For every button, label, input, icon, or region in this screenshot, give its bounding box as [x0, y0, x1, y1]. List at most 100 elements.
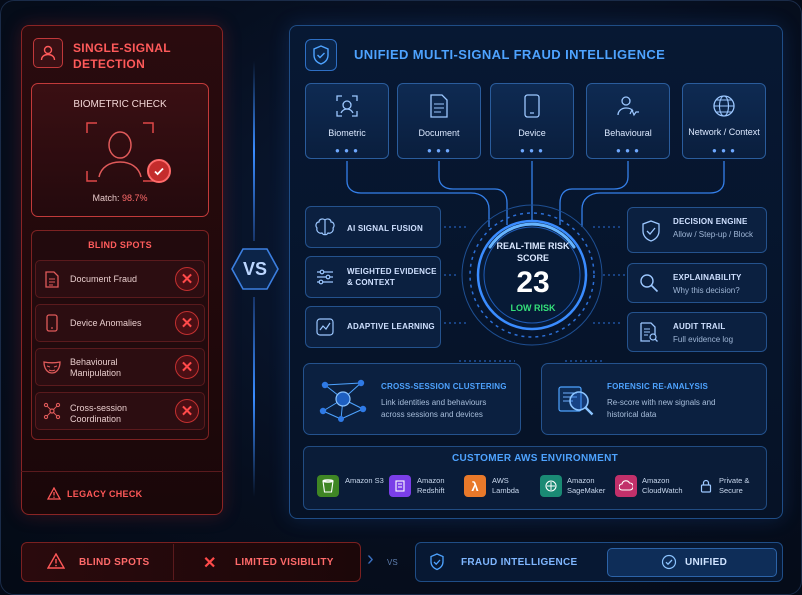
aws-service-label: Amazon SageMaker	[567, 476, 606, 495]
shield-check-icon	[429, 553, 445, 576]
risk-label: Device Anomalies	[70, 318, 142, 328]
signal-label: Behavioural	[604, 128, 652, 138]
blind-spots-title: BLIND SPOTS	[88, 240, 152, 250]
aws-service-label: AWS Lambda	[492, 476, 520, 495]
aws-service-label: Amazon Redshift	[417, 476, 445, 495]
bottom-unified-label: UNIFIED	[685, 557, 728, 568]
signal-card-document	[397, 83, 481, 159]
feature-label: AUDIT TRAIL	[673, 322, 726, 331]
cloudwatch-icon	[615, 475, 637, 497]
feature-decision-engine	[627, 207, 767, 253]
bottom-legacy-segment	[21, 542, 361, 582]
match-value: 98.7%	[122, 193, 148, 203]
dots-indicator: ● ● ●	[335, 146, 359, 155]
match-label: Match:	[92, 193, 120, 203]
mask-icon	[42, 357, 62, 377]
unified-pill	[607, 548, 777, 577]
sliders-icon	[315, 267, 335, 287]
feature-ai-fusion	[305, 206, 441, 248]
aws-service-label: Amazon S3	[345, 476, 384, 485]
check-badge-icon	[147, 159, 171, 183]
signal-label: Biometric	[328, 128, 366, 138]
s3-icon	[317, 475, 339, 497]
bottom-fraud-intel-label: FRAUD INTELLIGENCE	[461, 557, 578, 568]
dots-indicator: ● ● ●	[427, 146, 451, 155]
feature-label: EXPLAINABILITY	[673, 273, 742, 282]
aws-title: CUSTOMER AWS ENVIRONMENT	[451, 453, 619, 464]
chevron-right-icon: ›	[367, 548, 374, 570]
signal-label: Device	[518, 128, 546, 138]
cluster-graph-icon	[317, 375, 369, 423]
feature-sub: Allow / Step-up / Block	[673, 230, 754, 239]
signal-label: Document	[418, 128, 460, 138]
vs-beam-top	[253, 61, 255, 241]
aws-service-label: Amazon CloudWatch	[642, 476, 683, 495]
bottom-limited-label: LIMITED VISIBILITY	[235, 557, 334, 568]
vs-label: VS	[242, 258, 267, 279]
biometric-check-card	[31, 83, 209, 217]
signal-card-device	[490, 83, 574, 159]
bottom-blind-spots-label: BLIND SPOTS	[79, 557, 150, 568]
feature-sub: Full evidence log	[673, 335, 734, 344]
close-icon: ✕	[175, 267, 199, 291]
divider	[21, 471, 223, 472]
biometric-title: BIOMETRIC CHECK	[73, 99, 167, 110]
risk-label: Document Fraud	[70, 274, 138, 284]
warning-icon	[47, 487, 61, 500]
vs-badge: VS	[231, 247, 279, 291]
clustering-title: CROSS-SESSION CLUSTERING	[381, 382, 507, 391]
vs-beam-bottom	[253, 297, 255, 497]
bottom-limited-segment	[173, 544, 359, 580]
panel-title: UNIFIED MULTI-SIGNAL FRAUD INTELLIGENCE	[354, 47, 666, 62]
shield-check-icon	[639, 219, 663, 243]
feature-label: DECISION ENGINE	[673, 217, 748, 226]
aws-environment-card	[303, 446, 767, 510]
match-readout: Match: 98.7%	[31, 193, 209, 203]
panel-title: SINGLE-SIGNAL DETECTION	[73, 41, 171, 71]
check-circle-icon	[661, 554, 677, 575]
shield-icon	[305, 39, 337, 71]
globe-icon	[682, 93, 766, 119]
face-scan-icon	[83, 119, 157, 185]
network-icon	[42, 401, 62, 421]
chart-icon	[315, 317, 335, 337]
risk-score-value: 23	[516, 266, 550, 299]
feature-label: AI SIGNAL FUSION	[347, 224, 423, 233]
close-icon: ✕	[175, 355, 199, 379]
brain-icon	[315, 217, 335, 237]
clustering-sub: Link identities and behaviours across se…	[381, 398, 487, 419]
user-activity-icon	[586, 93, 670, 119]
legacy-label: LEGACY CHECK	[67, 488, 143, 499]
signal-card-biometric	[305, 83, 389, 159]
feature-explainability	[627, 263, 767, 303]
risk-label: Behavioural Manipulation	[70, 357, 122, 378]
redshift-icon	[389, 475, 411, 497]
forensic-magnifier-icon	[553, 377, 597, 421]
aws-service-label: Private & Secure	[719, 476, 750, 495]
dots-indicator: ● ● ●	[616, 146, 640, 155]
warning-icon	[46, 552, 66, 574]
user-icon	[33, 38, 63, 68]
close-icon: ✕	[175, 311, 199, 335]
audit-doc-icon	[639, 322, 659, 342]
feature-audit-trail	[627, 312, 767, 352]
feature-sub: Why this decision?	[673, 286, 740, 295]
feature-label: WEIGHTED EVIDENCE & CONTEXT	[347, 267, 437, 287]
lock-icon	[695, 475, 717, 497]
phone-icon	[42, 313, 62, 333]
document-icon	[42, 269, 62, 289]
phone-icon	[490, 93, 574, 119]
document-icon	[397, 93, 481, 119]
face-scan-icon	[305, 93, 389, 119]
forensic-sub: Re-score with new signals and historical…	[607, 398, 716, 419]
dots-indicator: ● ● ●	[712, 146, 736, 155]
feature-label: ADAPTIVE LEARNING	[347, 322, 435, 331]
sagemaker-icon	[540, 475, 562, 497]
score-title: REAL-TIME RISK SCORE	[496, 241, 570, 263]
bottom-vs-label: VS	[387, 558, 398, 567]
connector-lines	[346, 161, 725, 362]
risk-level: LOW RISK	[510, 303, 556, 313]
signal-card-behavioural	[586, 83, 670, 159]
lambda-icon: λ	[464, 475, 486, 497]
